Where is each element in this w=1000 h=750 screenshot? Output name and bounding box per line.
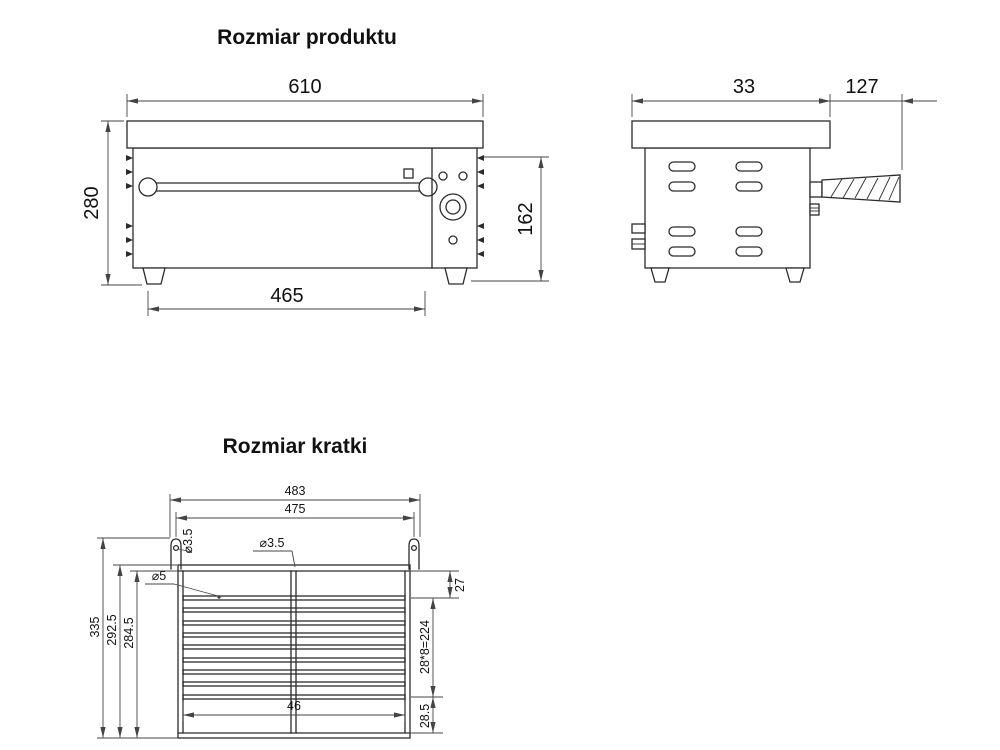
- indicator-light: [458, 171, 468, 181]
- dim-grate-bottom-offset: 28.5: [418, 704, 432, 728]
- left-louver-ticks: [126, 155, 133, 257]
- indicator-light: [438, 171, 448, 181]
- dim-grate-top-offset: 27: [453, 578, 467, 592]
- dim-product-lid-depth: 33: [733, 76, 755, 98]
- dim-product-top-width: 610: [288, 76, 321, 98]
- dim-grate-inner-height: 284.5: [122, 617, 136, 648]
- dim-grate-outer-width: 483: [285, 484, 306, 498]
- product-size-title: Rozmiar produktu: [217, 26, 397, 49]
- dim-grate-mid-height: 292.5: [105, 614, 119, 645]
- grate-hooks: [170, 538, 420, 570]
- grate-size-title: Rozmiar kratki: [223, 435, 368, 458]
- grate-view: [170, 538, 420, 739]
- side-dimensions: 33 127: [631, 76, 937, 170]
- dim-grate-wire-pitch: 28*8=224: [418, 620, 432, 674]
- dim-grate-inner-width: 475: [285, 502, 306, 516]
- dim-product-handle-length: 127: [845, 76, 878, 98]
- side-knob: [809, 203, 820, 216]
- control-panel: [431, 147, 468, 269]
- grate-dimensions: 483 475 ⌀3.5 ⌀3.5 ⌀5 335 292.5 284.5: [88, 484, 467, 739]
- product-front-view: [126, 120, 484, 285]
- vent-louvers: [668, 161, 763, 257]
- front-dimensions: 610 280 162 465: [81, 76, 549, 316]
- dim-grate-center-hole-dia: ⌀3.5: [260, 536, 285, 550]
- product-side-view: [631, 120, 901, 283]
- dim-product-opening-height: 162: [515, 202, 537, 235]
- right-louver-ticks: [477, 155, 484, 257]
- dim-grate-base-width: 46: [287, 699, 301, 713]
- dim-grate-overall-height: 335: [88, 617, 102, 638]
- screw: [448, 235, 458, 245]
- grate-wires: [182, 595, 406, 700]
- dim-grate-wire-dia: ⌀5: [152, 569, 167, 583]
- dim-product-base-width: 465: [270, 285, 303, 307]
- dim-product-overall-height: 280: [81, 186, 103, 219]
- side-handle: [809, 174, 901, 203]
- front-handle-rod: [138, 168, 438, 197]
- power-inlet: [631, 223, 646, 250]
- dim-grate-hook-hole-dia: ⌀3.5: [181, 529, 195, 554]
